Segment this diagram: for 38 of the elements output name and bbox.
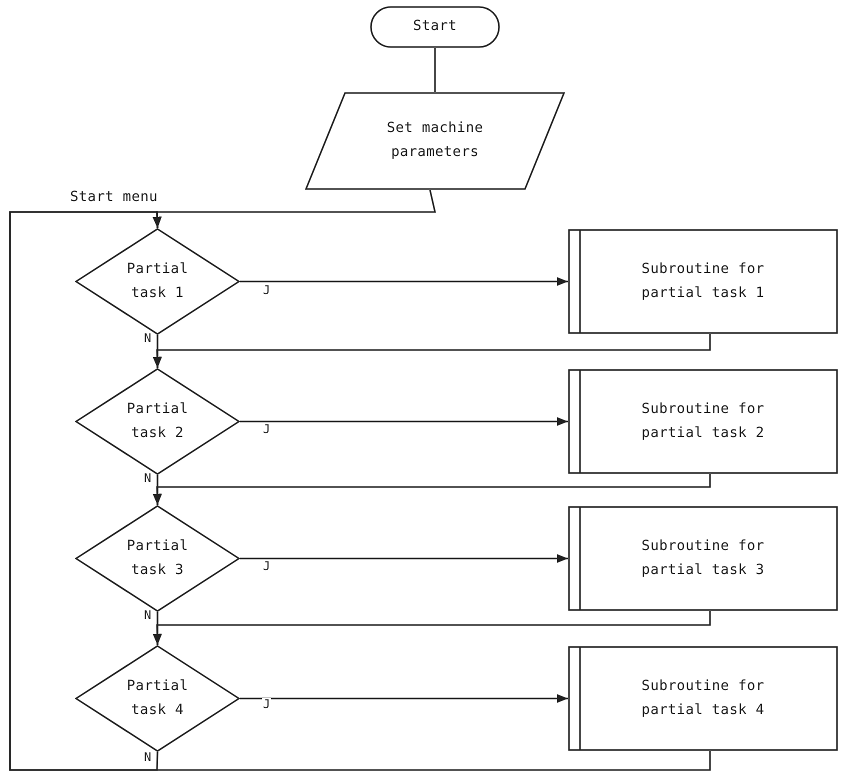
edge-label: N [143, 751, 152, 763]
decision-diamond [75, 228, 240, 335]
edge-label: N [143, 332, 152, 344]
node-label: Partial task 1 [126, 260, 190, 302]
node-label: Partial task 4 [126, 676, 190, 720]
arrow [152, 474, 711, 506]
subroutine-box [568, 646, 838, 751]
node-label: Subroutine for partial task 1 [640, 260, 766, 302]
node-label: Subroutine for partial task 4 [640, 676, 766, 720]
node-label: Start [413, 17, 457, 36]
arrow [152, 334, 711, 368]
arrow [240, 417, 568, 426]
node-label: Partial task 2 [126, 400, 190, 442]
arrow [152, 611, 711, 646]
edge-label: J [262, 284, 272, 296]
edge-label: N [143, 472, 152, 484]
loop-label: Start menu [70, 190, 158, 204]
arrow [240, 277, 568, 286]
arrow [240, 694, 568, 703]
arrow [9, 211, 711, 771]
edge-label: J [262, 698, 272, 710]
node-label: Subroutine for partial task 2 [640, 400, 766, 442]
input-parallelogram [305, 92, 565, 190]
subroutine-box [568, 229, 838, 334]
terminal-shape [370, 6, 500, 48]
decision-diamond [75, 645, 240, 752]
subroutine-box [568, 506, 838, 611]
node-label: Subroutine for partial task 3 [640, 536, 766, 580]
edge-label: J [262, 560, 272, 572]
node-label: Partial task 3 [126, 536, 190, 580]
connector-line [434, 48, 436, 92]
subroutine-box [568, 369, 838, 474]
arrow [240, 554, 568, 563]
decision-diamond [75, 368, 240, 475]
edge-label: N [143, 609, 152, 621]
decision-diamond [75, 505, 240, 612]
node-label: Set machine parameters [386, 119, 484, 162]
edge-label: J [262, 423, 272, 435]
